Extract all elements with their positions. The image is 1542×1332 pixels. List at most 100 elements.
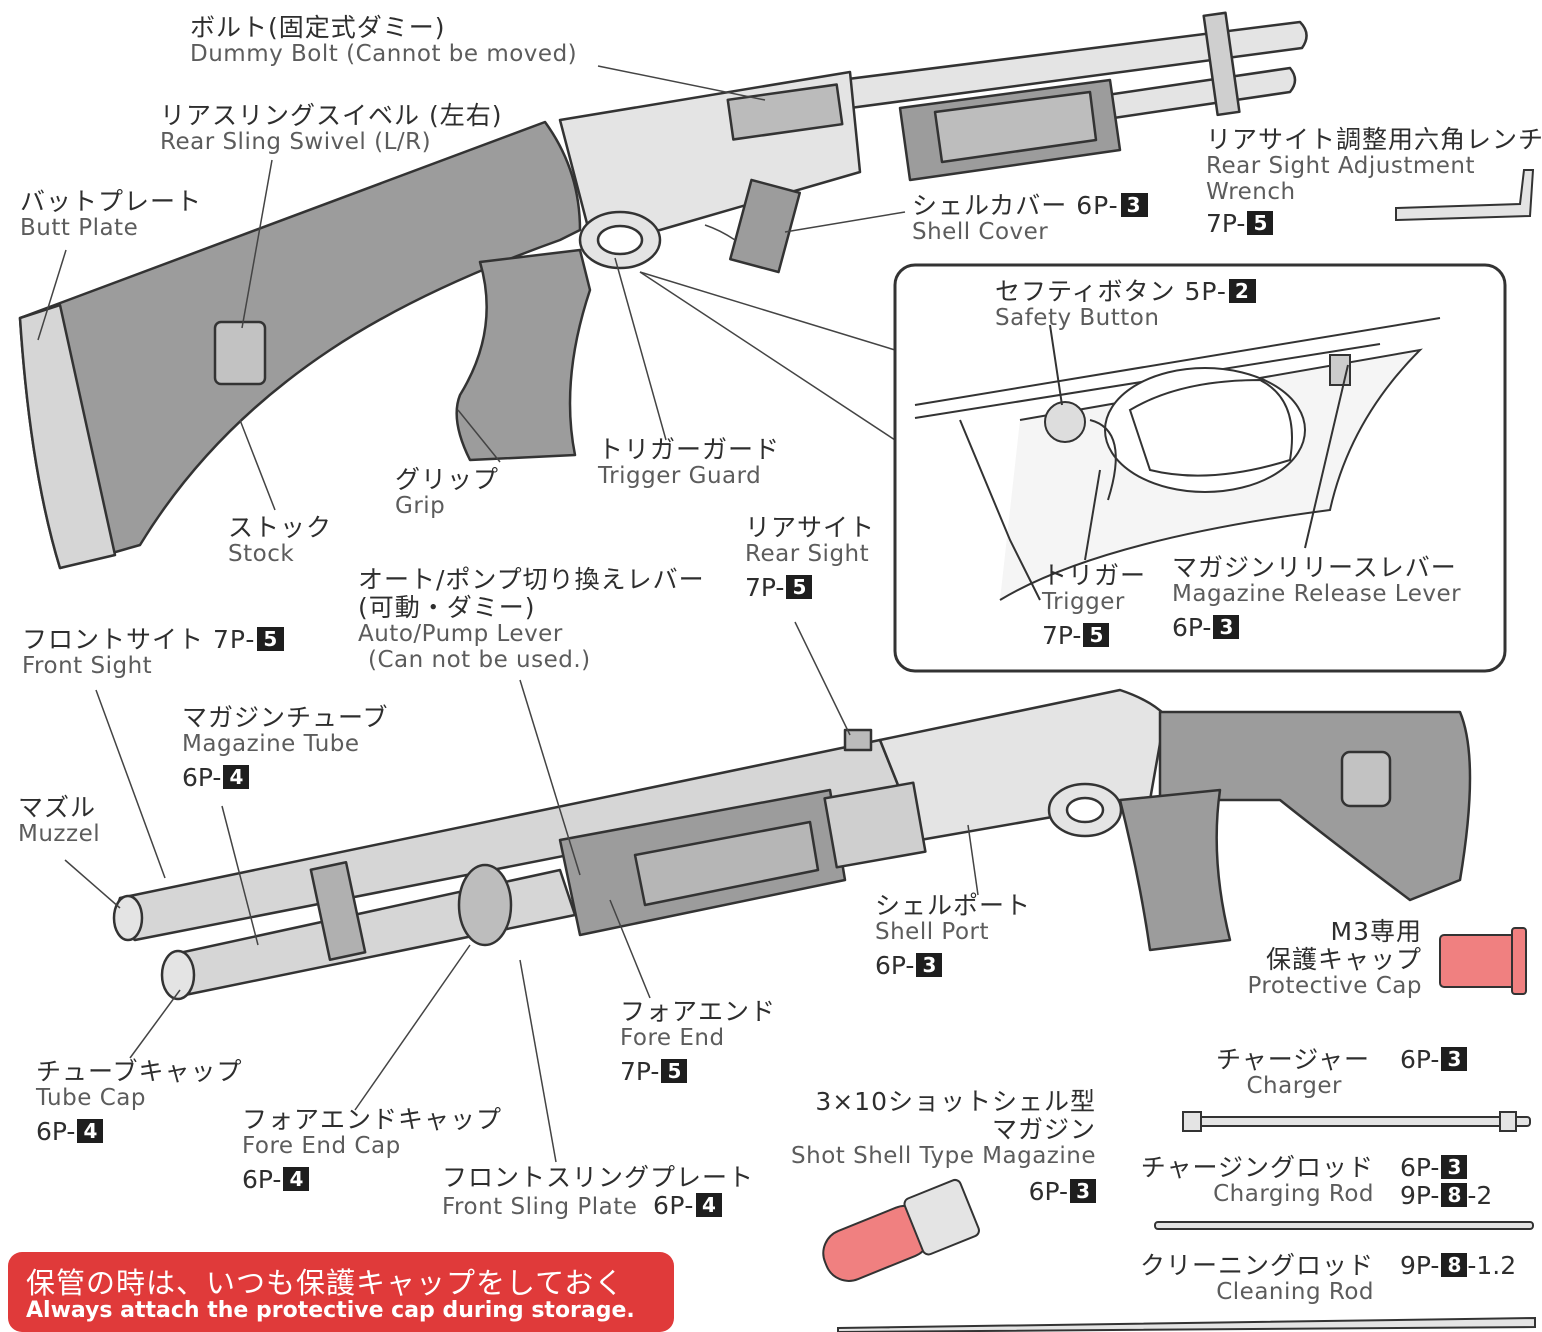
- label-shell-port: シェルポート Shell Port 6P-3: [875, 892, 1031, 980]
- wrench-jp: リアサイト調整用六角レンチ: [1206, 125, 1542, 154]
- charger-ref: 6P-: [1400, 1045, 1440, 1074]
- magazine-tube-num: 4: [223, 764, 250, 789]
- front-sight-num: 5: [257, 627, 285, 651]
- auto-pump-en2: (Can not be used.): [368, 646, 591, 673]
- top-shotgun-drawing: [18, 11, 1308, 570]
- butt-plate-en: Butt Plate: [20, 215, 139, 241]
- fore-end-num: 5: [661, 1058, 688, 1083]
- front-sight-jp: フロントサイト 7P-: [22, 625, 256, 654]
- wrench-en1: Rear Sight Adjustment: [1206, 153, 1476, 179]
- trigger-num: 5: [1083, 622, 1110, 647]
- tube-cap-num: 4: [77, 1118, 104, 1143]
- charger-drawing: [1182, 1111, 1531, 1132]
- charger-en: Charger: [1246, 1073, 1342, 1099]
- shot-shell-mag-num: 3: [1070, 1178, 1096, 1203]
- cleaning-rod-drawing: [837, 1316, 1536, 1332]
- shell-port-num: 3: [916, 952, 943, 977]
- mag-release-en: Magazine Release Lever: [1172, 581, 1462, 607]
- mag-release-jp: マガジンリリースレバー: [1172, 553, 1457, 582]
- trigger-jp: トリガー: [1042, 561, 1147, 590]
- label-rear-sling-swivel: リアスリングスイベル (左右) Rear Sling Swivel (L/R): [160, 102, 502, 156]
- label-muzzle: マズル Muzzel: [18, 794, 100, 848]
- fore-end-cap-ref: 6P-: [242, 1164, 282, 1194]
- fore-end-jp: フォアエンド: [620, 997, 777, 1026]
- front-sling-plate-num: 4: [695, 1193, 723, 1217]
- wrench-en2: Wrench: [1206, 178, 1296, 205]
- grip-jp: グリップ: [395, 465, 500, 494]
- charging-rod-drawing: [1154, 1221, 1534, 1230]
- muzzle-en: Muzzel: [18, 821, 101, 847]
- charger-num: 3: [1441, 1047, 1468, 1071]
- label-cleaning-rod: クリーニングロッド Cleaning Rod: [1130, 1252, 1374, 1306]
- label-charging-rod: チャージングロッド Charging Rod: [1130, 1154, 1374, 1208]
- storage-warning-banner: 保管の時は、いつも保護キャップをしておく Always attach the p…: [8, 1252, 674, 1332]
- grip-en: Grip: [395, 493, 446, 519]
- cleaning-rod-jp: クリーニングロッド: [1139, 1251, 1374, 1280]
- trigger-guard-en: Trigger Guard: [598, 463, 762, 489]
- safety-button-jp: セフティボタン 5P-: [995, 277, 1227, 306]
- cleaning-rod-ref: 9P-: [1400, 1251, 1440, 1280]
- label-fore-end: フォアエンド Fore End 7P-5: [620, 998, 776, 1086]
- warning-en: Always attach the protective cap during …: [26, 1298, 635, 1323]
- top-leader-lines: [37, 65, 906, 511]
- charging-rod-ref2: 9P-: [1400, 1181, 1440, 1210]
- front-sling-plate-en: Front Sling Plate: [442, 1194, 638, 1220]
- trigger-guard-jp: トリガーガード: [598, 435, 781, 464]
- label-grip: グリップ Grip: [395, 466, 499, 520]
- charging-rod-en: Charging Rod: [1213, 1181, 1374, 1207]
- charging-rod-num2: 8: [1441, 1183, 1468, 1207]
- mag-release-ref: 6P-: [1172, 612, 1212, 642]
- cleaning-rod-suffix: -1.2: [1467, 1251, 1517, 1280]
- wrench-ref: 7P-: [1206, 208, 1246, 238]
- label-fore-end-cap: フォアエンドキャップ Fore End Cap 6P-4: [242, 1106, 502, 1194]
- safety-button-num: 2: [1228, 279, 1256, 303]
- tube-cap-en: Tube Cap: [36, 1085, 146, 1111]
- safety-button-en: Safety Button: [995, 305, 1160, 331]
- fore-end-en: Fore End: [620, 1025, 725, 1051]
- label-trigger: トリガー Trigger 7P-5: [1042, 562, 1146, 650]
- shot-shell-mag-ref: 6P-: [1028, 1176, 1069, 1206]
- shell-port-en: Shell Port: [875, 919, 990, 945]
- protective-cap-jp2: 保護キャップ: [1265, 945, 1422, 974]
- warning-jp: 保管の時は、いつも保護キャップをしておく: [26, 1266, 625, 1300]
- magazine-tube-en: Magazine Tube: [182, 731, 360, 757]
- label-butt-plate: バットプレート Butt Plate: [20, 188, 202, 242]
- auto-pump-jp1: オート/ポンプ切り換えレバー: [358, 565, 705, 594]
- fore-end-ref: 7P-: [620, 1056, 660, 1086]
- label-tube-cap: チューブキャップ Tube Cap 6P-4: [36, 1058, 243, 1146]
- label-charger: チャージャー Charger: [1180, 1046, 1370, 1100]
- rear-sight-ref: 7P-: [745, 572, 785, 602]
- tube-cap-ref: 6P-: [36, 1116, 76, 1146]
- shell-port-ref: 6P-: [875, 950, 915, 980]
- stock-en: Stock: [228, 541, 295, 567]
- charging-rod-suffix2: -2: [1467, 1181, 1493, 1210]
- rear-sight-jp: リアサイト: [745, 513, 876, 542]
- protective-cap-drawing: [1439, 927, 1527, 995]
- magazine-tube-jp: マガジンチューブ: [182, 703, 389, 732]
- trigger-en: Trigger: [1042, 589, 1125, 615]
- label-auto-pump-lever: オート/ポンプ切り換えレバー (可動・ダミー) Auto/Pump Lever …: [358, 566, 705, 674]
- label-magazine-tube: マガジンチューブ Magazine Tube 6P-4: [182, 704, 389, 792]
- front-sling-plate-jp: フロントスリングプレート: [442, 1163, 755, 1192]
- mag-release-num: 3: [1213, 614, 1240, 639]
- rear-sling-swivel-en: Rear Sling Swivel (L/R): [160, 129, 432, 155]
- shell-cover-num: 3: [1120, 193, 1148, 217]
- charging-rod-ref1: 6P-: [1400, 1153, 1440, 1182]
- label-stock: ストック Stock: [228, 514, 332, 568]
- cleaning-rod-num: 8: [1441, 1253, 1468, 1277]
- tube-cap-jp: チューブキャップ: [36, 1057, 243, 1086]
- label-rear-sight: リアサイト Rear Sight 7P-5: [745, 514, 875, 602]
- rear-sight-en: Rear Sight: [745, 541, 870, 567]
- fore-end-cap-num: 4: [283, 1166, 310, 1191]
- label-shot-shell-magazine: 3×10ショットシェル型 マガジン Shot Shell Type Magazi…: [760, 1088, 1096, 1206]
- label-wrench: リアサイト調整用六角レンチ Rear Sight Adjustment Wren…: [1206, 126, 1542, 238]
- charging-rod-num1: 3: [1441, 1155, 1468, 1179]
- fore-end-cap-jp: フォアエンドキャップ: [242, 1105, 503, 1134]
- stock-jp: ストック: [228, 513, 333, 542]
- butt-plate-jp: バットプレート: [20, 187, 203, 216]
- shell-port-jp: シェルポート: [875, 891, 1032, 920]
- cleaning-rod-en: Cleaning Rod: [1216, 1279, 1374, 1305]
- shot-shell-mag-jp2: マガジン: [991, 1115, 1096, 1144]
- dummy-bolt-en: Dummy Bolt (Cannot be moved): [190, 41, 578, 67]
